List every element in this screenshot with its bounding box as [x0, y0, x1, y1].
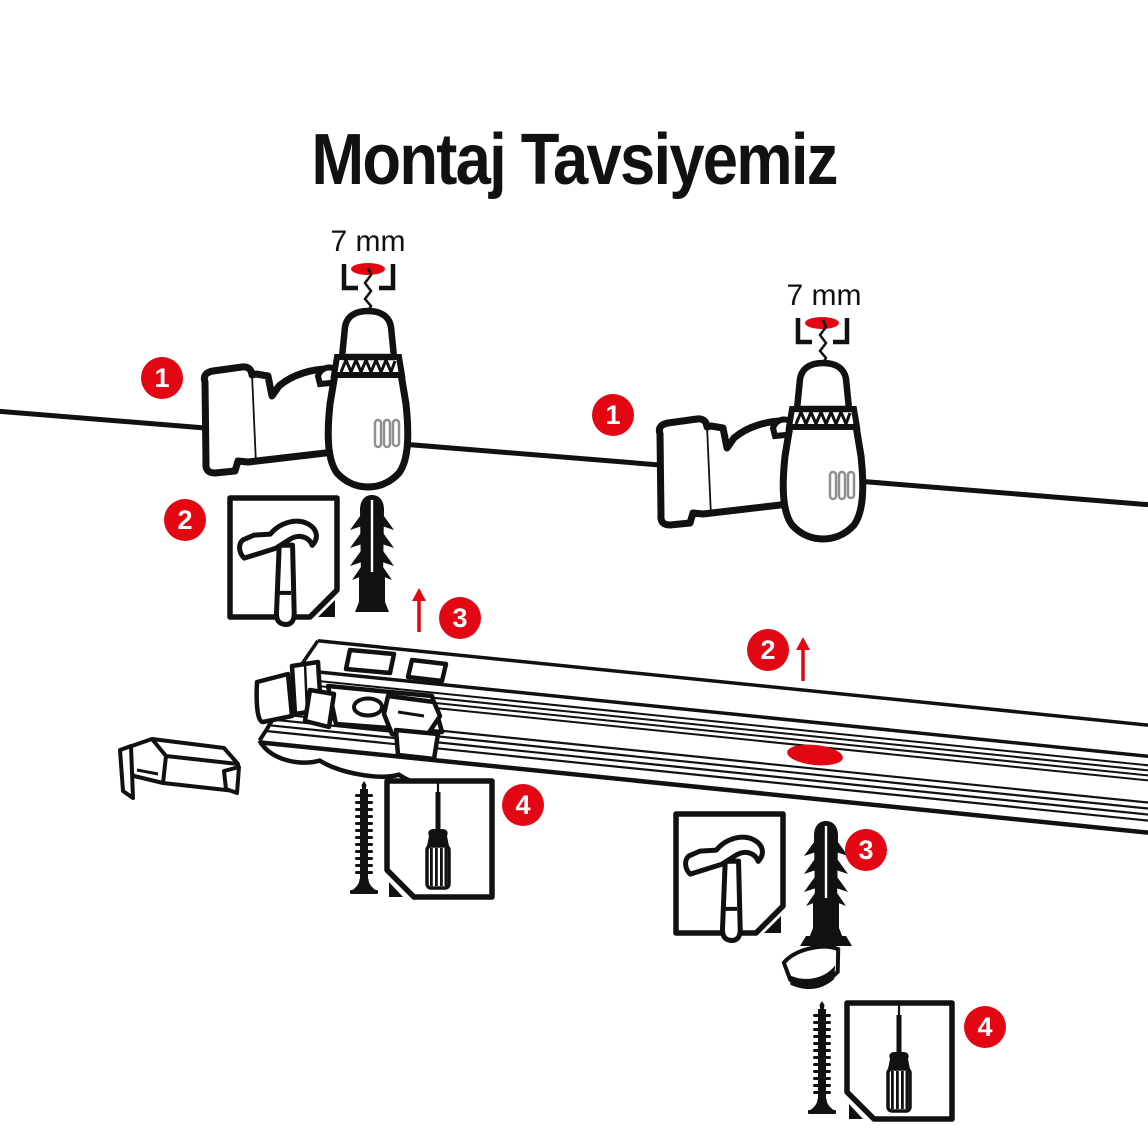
- step-badge-3-left: 3: [439, 597, 481, 639]
- step-badge-1-left: 1: [141, 357, 183, 399]
- page-title: Montaj Tavsiyemiz: [311, 120, 838, 200]
- ceiling-fragment: [781, 944, 841, 990]
- step-badge-4-right: 4: [964, 1006, 1006, 1048]
- rail-illustration: [254, 639, 1148, 846]
- screw-icon: [350, 781, 378, 894]
- hole-size-label-left: 7 mm: [330, 225, 406, 258]
- drill-icon-left: [204, 268, 407, 487]
- mounting-clip-icon: [118, 737, 241, 800]
- drill-hole-marker-right: [795, 317, 850, 345]
- step-badge-4-left: 4: [502, 784, 544, 826]
- step-badge-3-right: 3: [845, 829, 887, 871]
- up-arrow-icon: [412, 588, 426, 632]
- wall-plug-icon: [348, 493, 396, 614]
- drill-icon-right: [659, 320, 862, 539]
- wall-plug-flange: [800, 936, 852, 946]
- drill-hole-marker-left: [341, 263, 396, 291]
- step-badge-1-right: 1: [592, 394, 634, 436]
- up-arrow-icon: [796, 637, 810, 681]
- hole-size-label-right: 7 mm: [786, 279, 862, 312]
- step-badge-2-right: 2: [747, 629, 789, 671]
- ceiling-line: [0, 408, 1148, 508]
- rail-hole-marker: [787, 744, 843, 766]
- rail-end-bracket: [254, 647, 449, 762]
- screw-icon: [808, 1001, 836, 1114]
- wall-plug-icon: [802, 819, 850, 940]
- step-badge-2-left: 2: [164, 499, 206, 541]
